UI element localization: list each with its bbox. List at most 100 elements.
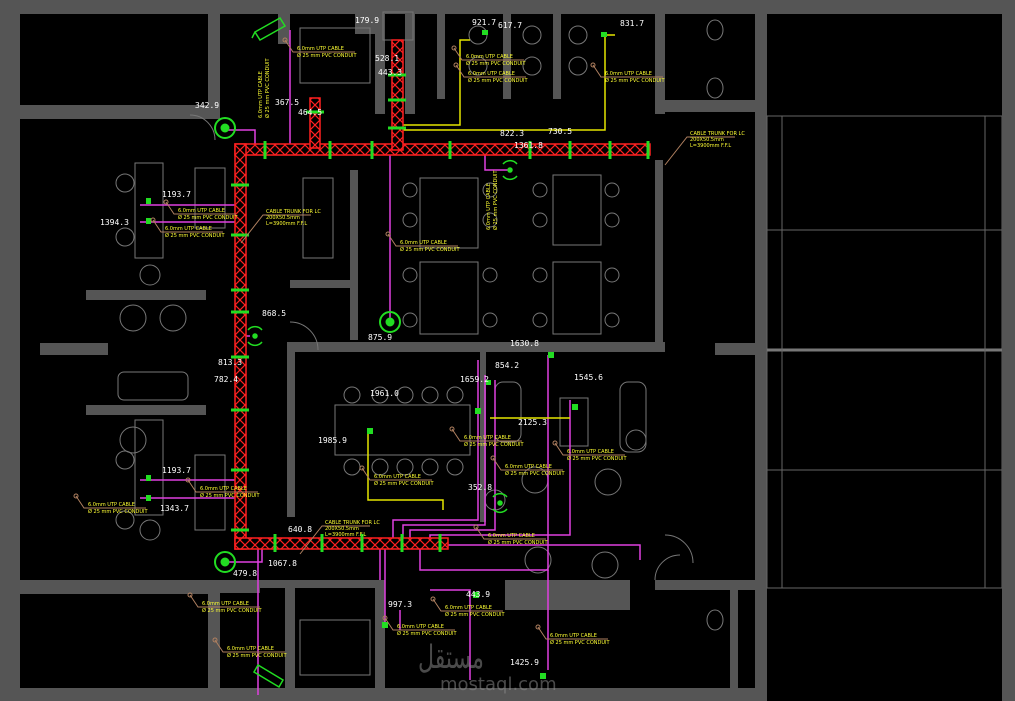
dimension-label: 464.5	[298, 108, 322, 117]
trunk-support	[438, 534, 442, 552]
dimension-label: 479.8	[233, 569, 257, 578]
trunk-support	[231, 355, 249, 359]
utp-label-line2: Ø 25 mm PVC CONDUIT	[202, 607, 262, 614]
utp-label-line2: Ø 25 mm PVC CONDUIT	[374, 480, 434, 487]
trunk-note-line1: CABLE TRUNK FOR LC	[266, 209, 321, 215]
utp-label-line2: Ø 25 mm PVC CONDUIT	[227, 652, 287, 659]
trunk-support	[273, 534, 277, 552]
trunk-notes: CABLE TRUNK FOR LC 200X50.5mm L=3900mm F.F…	[240, 131, 745, 555]
utp-label-line1: 6.0mm UTP CABLE	[397, 624, 444, 630]
trunk-supports	[231, 73, 650, 552]
trunk-support	[231, 310, 249, 314]
utp-label-line1: 6.0mm UTP CABLE	[374, 474, 421, 480]
trunk-note-line1: CABLE TRUNK FOR LC	[690, 131, 745, 137]
dimension-label: 1343.7	[160, 504, 189, 513]
utp-label-line2: Ø 25 mm PVC CONDUIT	[605, 77, 665, 84]
trunk-support	[388, 98, 406, 102]
utp-label-line2: Ø 25 mm PVC CONDUIT	[400, 246, 460, 253]
dimension-label: 640.8	[288, 525, 312, 534]
utp-label-line1: 6.0mm UTP CABLE	[505, 464, 552, 470]
dimension-label: 179.9	[355, 16, 379, 25]
dimension-label: 997.3	[388, 600, 412, 609]
dimension-label: 854.2	[495, 361, 519, 370]
trunk-support	[231, 528, 249, 532]
utp-label-line2: Ø 25 mm PVC CONDUIT	[445, 611, 505, 618]
utp-label-line2: Ø 25 mm PVC CONDUIT	[505, 470, 565, 477]
cable-trunks	[234, 39, 651, 550]
trunk-support	[306, 110, 324, 114]
furniture	[115, 11, 724, 676]
trunk-support	[328, 141, 332, 159]
wireless-antenna-icon	[247, 159, 518, 514]
utp-label-line1: 6.0mm UTP CABLE	[488, 533, 535, 539]
trunk-support	[263, 141, 267, 159]
utp-label-line2: Ø 25 mm PVC CONDUIT	[492, 170, 499, 230]
dimension-label: 1425.9	[510, 658, 539, 667]
utp-label-line2: Ø 25 mm PVC CONDUIT	[165, 232, 225, 239]
utp-label-line1: 6.0mm UTP CABLE	[466, 54, 513, 60]
utp-label-line1: 6.0mm UTP CABLE	[227, 646, 274, 652]
dimension-label: 443.9	[466, 590, 490, 599]
dimension-label: 1659.2	[460, 375, 489, 384]
utp-label-line2: Ø 25 mm PVC CONDUIT	[466, 60, 526, 67]
dimension-label: 730.5	[548, 127, 572, 136]
trunk-support	[231, 468, 249, 472]
utp-label-line2: Ø 25 mm PVC CONDUIT	[200, 492, 260, 499]
dimension-label: 1193.7	[162, 190, 191, 199]
utp-label-line1: 6.0mm UTP CABLE	[258, 71, 264, 118]
dimension-label: 813.3	[218, 358, 242, 367]
utp-label-line2: Ø 25 mm PVC CONDUIT	[550, 639, 610, 646]
trunk-support	[231, 183, 249, 187]
dimension-label: 1545.6	[574, 373, 603, 382]
utp-label-line1: 6.0mm UTP CABLE	[178, 208, 225, 214]
dimension-label: 875.9	[368, 333, 392, 342]
dimension-label: 782.4	[214, 375, 238, 384]
dimension-label: 1394.3	[100, 218, 129, 227]
utp-label-line1: 6.0mm UTP CABLE	[88, 502, 135, 508]
trunk-support	[568, 141, 572, 159]
dimension-label: 1193.7	[162, 466, 191, 475]
trunk-support	[231, 288, 249, 292]
trunk-support	[400, 534, 404, 552]
dimension-label: 367.5	[275, 98, 299, 107]
svg-text:مستقل: مستقل	[418, 638, 484, 676]
data-outlet-icon	[146, 30, 607, 679]
utp-label-line1: 6.0mm UTP CABLE	[550, 633, 597, 639]
utp-label-line1: 6.0mm UTP CABLE	[605, 71, 652, 77]
trunk-note-line2: 200X50.5mm	[325, 526, 359, 532]
trunk-support	[646, 141, 650, 159]
utp-label-line1: 6.0mm UTP CABLE	[464, 435, 511, 441]
trunk-note-line3: L=3900mm F.F.L	[690, 143, 731, 149]
watermark-logo: مستقل mostaql.com	[418, 638, 557, 695]
glazing-grid	[766, 14, 1015, 701]
utp-label-line1: 6.0mm UTP CABLE	[202, 601, 249, 607]
dimension-label: 342.9	[195, 101, 219, 110]
trunk-support	[360, 534, 364, 552]
trunk-support	[528, 141, 532, 159]
utp-label-line1: 6.0mm UTP CABLE	[468, 71, 515, 77]
utp-label-line1: 6.0mm UTP CABLE	[200, 486, 247, 492]
utp-label-line2: Ø 25 mm PVC CONDUIT	[178, 214, 238, 221]
dimension-label: 528.1	[375, 54, 399, 63]
dimension-label: 352.8	[468, 483, 492, 492]
